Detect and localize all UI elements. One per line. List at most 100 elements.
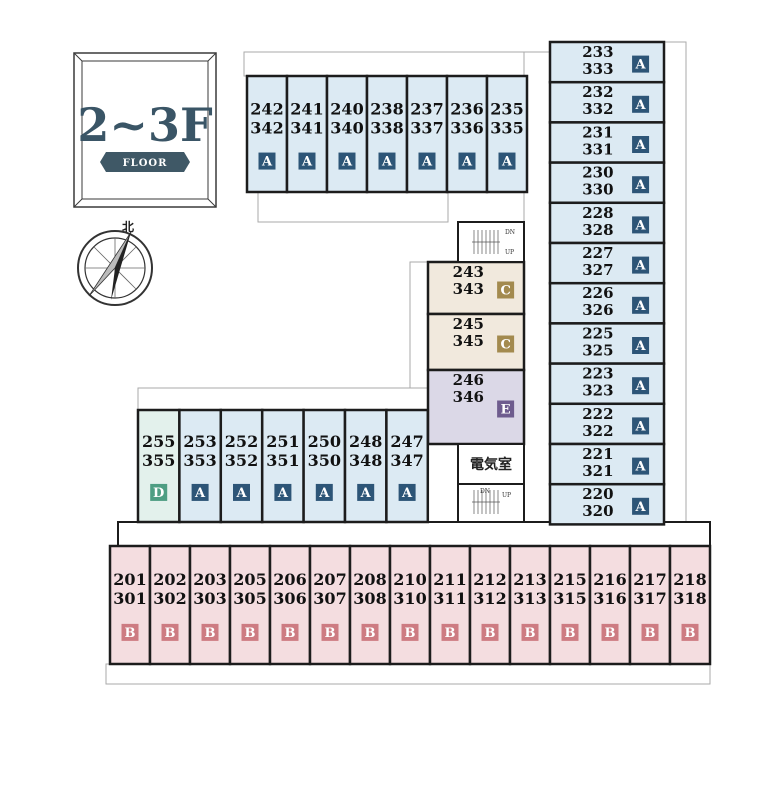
compass-needle-dark [111,232,131,300]
unit-number-2f: 238 [370,99,403,118]
stair-upper-steps [472,230,500,254]
unit-number-3f: 308 [353,589,386,608]
unit-number-3f: 337 [410,118,443,137]
stair-upper-up: UP [505,249,514,256]
unit-number-3f: 353 [183,451,216,470]
unit-type-letter: C [500,338,510,353]
unit-type-badge [632,417,650,435]
unit-type-badge [150,483,168,501]
unit-type-badge [191,483,209,501]
unit-type-letter: A [635,58,647,73]
corridor-mid [137,387,429,411]
unit-type-letter: B [285,626,296,641]
unit-number-3f: 328 [582,221,613,239]
unit-number-2f: 207 [313,570,346,589]
unit-type-badge [321,623,339,641]
unit-type-badge [298,152,316,170]
unit-number-2f: 202 [153,570,186,589]
unit-number-2f: 245 [453,315,484,333]
unit-number-3f: 346 [453,388,484,406]
corridor-vertical [523,51,551,525]
unit-number-2f: 211 [433,570,466,589]
unit-number-2f: 206 [273,570,306,589]
floor-sign-inner [81,60,209,200]
unit-number-2f: 247 [390,432,423,451]
unit-box [308,544,352,666]
unit-type-letter: B [365,626,376,641]
electric-room-label: 電気室 [470,456,512,473]
unit-number-3f: 318 [673,589,706,608]
corridor-top-lower [257,191,449,223]
unit-type-letter: A [381,155,393,170]
unit-number-3f: 301 [113,589,146,608]
unit-type-letter: B [565,626,576,641]
unit-type-badge [458,152,476,170]
unit-type-badge [632,136,650,153]
unit-number-2f: 212 [473,570,506,589]
unit-number-2f: 251 [266,432,299,451]
unit-type-letter: E [501,403,511,418]
unit-number-2f: 223 [582,365,613,383]
floor-sign-sub: FLOOR [123,158,168,169]
unit-number-2f: 246 [453,371,484,389]
compass-north-label: 北 [122,219,134,234]
unit-type-badge [632,337,650,354]
unit-type-letter: B [645,626,656,641]
unit-number-3f: 345 [453,332,484,350]
unit-type-badge [481,623,499,641]
unit-box [188,544,232,666]
unit-number-3f: 321 [582,462,613,480]
unit-number-3f: 311 [433,589,466,608]
unit-type-badge [632,55,650,73]
unit-number-2f: 213 [513,570,546,589]
unit-number-2f: 241 [290,99,323,118]
unit-type-letter: A [635,419,647,434]
unit-type-badge [201,623,219,641]
unit-type-badge [681,623,699,641]
unit-number-3f: 316 [593,589,626,608]
unit-number-2f: 208 [353,570,386,589]
unit-type-letter: A [635,379,647,394]
unit-box [325,74,369,194]
unit-box [445,74,489,194]
unit-type-letter: A [360,486,372,501]
floor-sign-ribbon [100,152,190,172]
stair-upper: DN UP [457,221,525,263]
unit-number-3f: 303 [193,589,226,608]
unit-box [343,408,388,524]
unit-number-2f: 215 [553,570,586,589]
unit-number-2f: 242 [250,99,283,118]
unit-number-2f: 216 [593,570,626,589]
unit-number-3f: 352 [225,451,258,470]
unit-number-3f: 307 [313,589,346,608]
unit-number-3f: 340 [330,118,363,137]
unit-type-badge [357,483,375,501]
unit-box [385,408,430,524]
unit-type-badge [418,152,436,170]
corridor-right-outer [663,41,687,523]
stair-upper-dn: DN [505,229,515,236]
unit-box [365,74,409,194]
unit-box [468,544,512,666]
unit-number-2f: 210 [393,570,426,589]
unit-number-2f: 226 [582,284,613,302]
unit-type-letter: D [153,486,164,501]
unit-type-letter: A [635,98,647,113]
unit-type-badge [274,483,292,501]
unit-box [428,544,472,666]
unit-number-3f: 330 [582,181,613,199]
